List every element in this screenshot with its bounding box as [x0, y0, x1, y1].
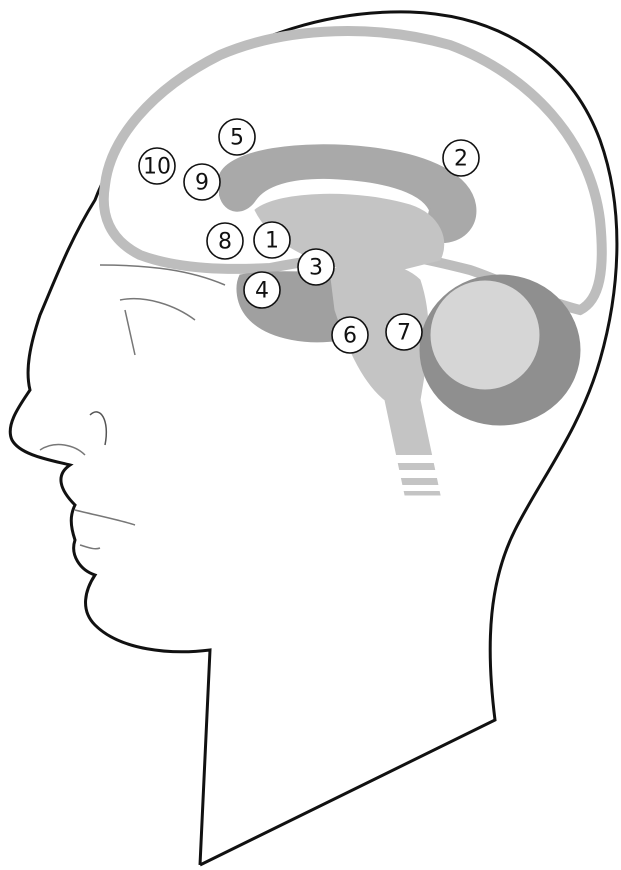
marker-8: 8 — [207, 223, 243, 259]
marker-9-label: 9 — [195, 171, 209, 196]
marker-8-label: 8 — [218, 230, 232, 255]
marker-3: 3 — [298, 249, 334, 285]
marker-7-label: 7 — [397, 321, 411, 346]
marker-4-label: 4 — [255, 279, 269, 304]
marker-1: 1 — [254, 222, 290, 258]
marker-6: 6 — [332, 317, 368, 353]
cerebellum-arbor-vitae — [430, 280, 540, 390]
marker-4: 4 — [244, 272, 280, 308]
marker-10-label: 10 — [143, 155, 171, 180]
marker-2: 2 — [443, 140, 479, 176]
spinal-cord-bands — [395, 455, 442, 491]
marker-5: 5 — [219, 119, 255, 155]
marker-10: 10 — [139, 148, 175, 184]
marker-1-label: 1 — [265, 229, 279, 254]
marker-5-label: 5 — [230, 126, 244, 151]
marker-7: 7 — [386, 314, 422, 350]
marker-9: 9 — [184, 164, 220, 200]
marker-2-label: 2 — [454, 147, 468, 172]
marker-6-label: 6 — [343, 324, 357, 349]
marker-3-label: 3 — [309, 256, 323, 281]
